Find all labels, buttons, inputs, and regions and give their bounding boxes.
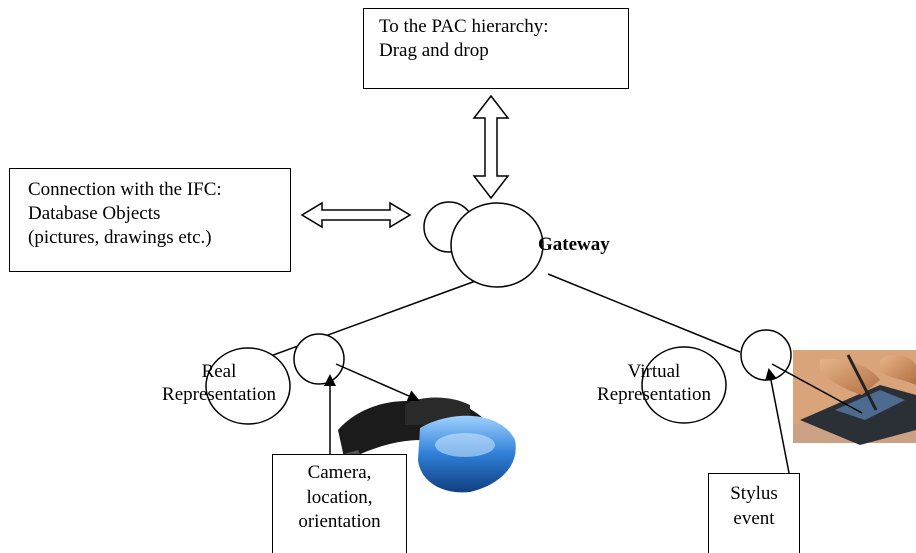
pac-line-2: Drag and drop — [379, 39, 489, 61]
stylus-line-1: Stylus — [730, 483, 778, 504]
edge-gateway-real — [245, 274, 493, 366]
virtual-label-line-2: Representation — [597, 383, 711, 405]
real-label-line-1: Real — [201, 361, 237, 382]
horizontal-double-arrow — [300, 201, 412, 229]
vertical-double-arrow — [472, 94, 510, 200]
head-mounted-display-image — [338, 397, 516, 493]
virtual-node — [641, 346, 727, 424]
real-node — [205, 347, 291, 425]
stylus-arrow — [765, 368, 791, 479]
camera-box: Camera, location, orientation — [272, 454, 407, 553]
stylus-line-2: event — [733, 507, 775, 529]
edge-gateway-virtual — [547, 273, 741, 353]
stylus-tablet-image — [793, 350, 916, 445]
gateway-label: Gateway — [538, 234, 610, 255]
stylus-event-box: Stylus event — [708, 473, 800, 553]
ifc-connection-box: Connection with the IFC: Database Object… — [9, 168, 291, 272]
ifc-line-1: Connection with the IFC: — [28, 179, 222, 200]
virtual-label-line-1: Virtual — [627, 361, 681, 382]
real-small-node — [293, 333, 345, 385]
real-label-line-2: Representation — [162, 383, 276, 405]
virtual-small-node — [740, 329, 792, 381]
virtual-to-tablet-line — [771, 363, 863, 414]
real-representation-label: Real Representation — [144, 361, 294, 407]
camera-line-1: Camera, — [307, 462, 372, 483]
camera-line-2: location, — [306, 486, 373, 508]
real-to-headset-arrow — [335, 363, 420, 402]
ifc-line-2: Database Objects — [28, 202, 161, 224]
gateway-node — [450, 202, 544, 288]
ifc-line-3: (pictures, drawings etc.) — [28, 226, 212, 248]
camera-line-3: orientation — [298, 511, 381, 533]
virtual-representation-label: Virtual Representation — [579, 361, 729, 407]
pac-line-1: To the PAC hierarchy: — [379, 16, 549, 37]
pac-hierarchy-box: To the PAC hierarchy: Drag and drop — [363, 8, 629, 89]
